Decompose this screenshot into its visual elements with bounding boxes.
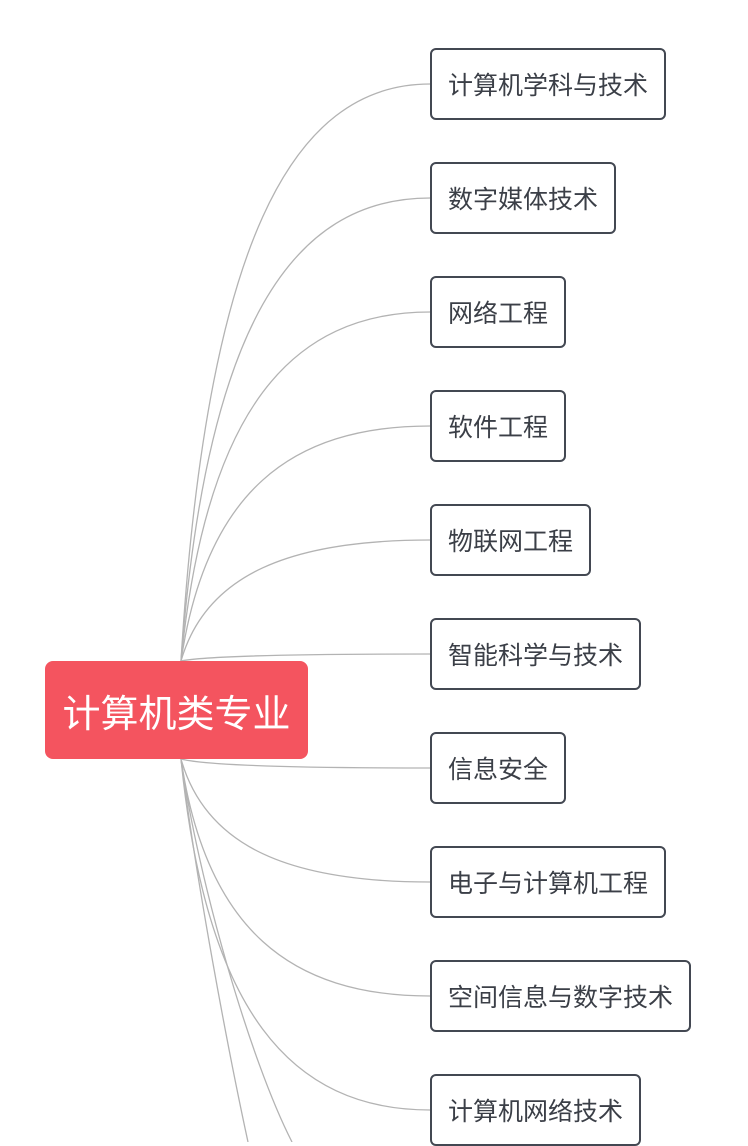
subtopic-node[interactable]: 计算机学科与技术 (430, 48, 667, 120)
connector-line (180, 425, 431, 662)
connector-line (180, 197, 431, 662)
subtopic-node[interactable]: 电子与计算机工程 (430, 846, 667, 918)
root-topic-label: 计算机类专业 (62, 691, 291, 736)
connector-line (180, 758, 249, 1142)
subtopic-node[interactable]: 物联网工程 (430, 504, 592, 576)
subtopic-label: 物联网工程 (448, 527, 574, 556)
connector-line (180, 83, 431, 662)
subtopic-label: 信息安全 (448, 755, 549, 784)
subtopic-label: 智能科学与技术 (448, 641, 624, 670)
subtopic-label: 数字媒体技术 (448, 185, 599, 214)
subtopic-node[interactable]: 数字媒体技术 (430, 162, 617, 234)
subtopic-label: 计算机学科与技术 (448, 71, 649, 100)
subtopic-node[interactable]: 智能科学与技术 (430, 618, 642, 690)
connector-line (180, 758, 431, 997)
connector-line (180, 758, 293, 1142)
subtopic-node[interactable]: 空间信息与数字技术 (430, 960, 692, 1032)
subtopic-node[interactable]: 网络工程 (430, 276, 567, 348)
root-topic[interactable]: 计算机类专业 (45, 661, 308, 759)
subtopic-node[interactable]: 计算机网络技术 (430, 1074, 642, 1146)
subtopic-label: 空间信息与数字技术 (448, 983, 674, 1012)
subtopic-label: 网络工程 (448, 299, 549, 328)
connector-line (180, 539, 431, 662)
subtopic-node[interactable]: 信息安全 (430, 732, 567, 804)
subtopic-node[interactable]: 软件工程 (430, 390, 567, 462)
connector-line (180, 758, 431, 769)
connector-line (180, 758, 431, 883)
subtopic-label: 软件工程 (448, 413, 549, 442)
connector-line (180, 653, 431, 662)
subtopic-label: 计算机网络技术 (448, 1097, 624, 1126)
connector-line (180, 311, 431, 662)
subtopic-label: 电子与计算机工程 (448, 869, 649, 898)
